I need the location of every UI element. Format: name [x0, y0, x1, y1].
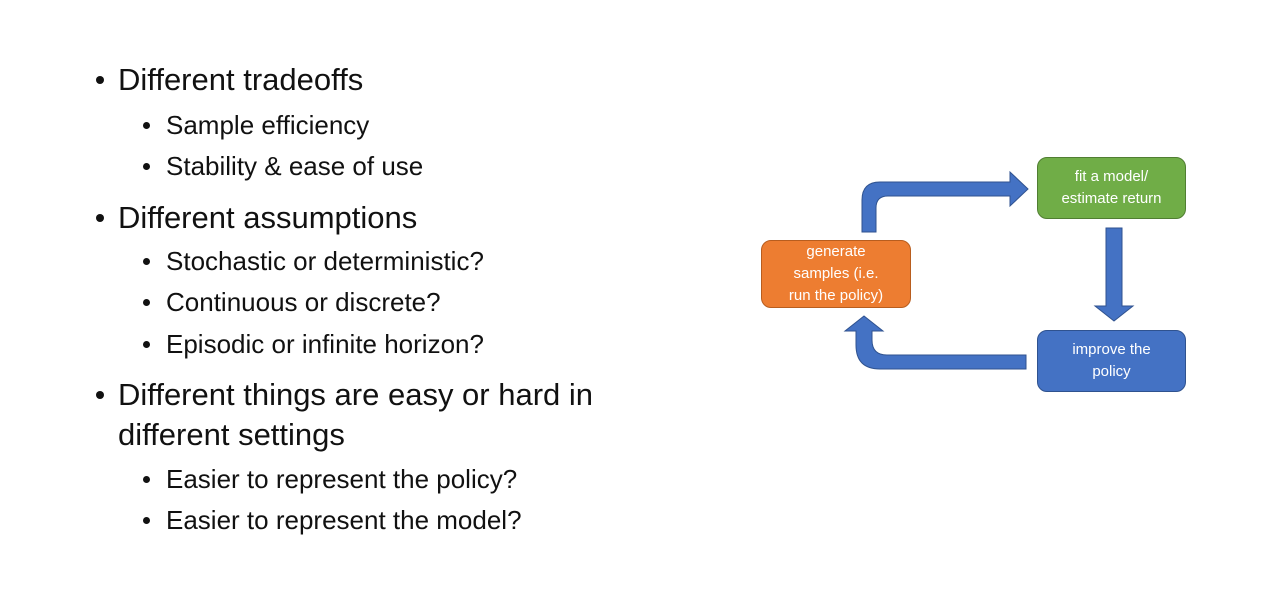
- sub-bullet-dot: [143, 341, 150, 348]
- sub-bullet-dot: [143, 517, 150, 524]
- sub-bullet-stability: Stability & ease of use: [166, 151, 424, 181]
- sub-bullet-stochastic: Stochastic or deterministic?: [166, 246, 484, 276]
- fit-label-line2: estimate return: [1061, 190, 1162, 207]
- bullet-dot: [96, 391, 104, 399]
- sub-bullet-continuous: Continuous or discrete?: [166, 287, 441, 317]
- improve-policy-box: improve the policy: [1037, 330, 1186, 392]
- sub-bullet-dot: [143, 163, 150, 170]
- sub-bullet-represent-model: Easier to represent the model?: [166, 505, 522, 535]
- improve-label-line2: policy: [1092, 363, 1131, 380]
- bullet-settings-line1: Different things are easy or hard in: [118, 377, 594, 412]
- diagram-arrows: [843, 170, 1135, 370]
- arrow-fit-to-improve: [1093, 227, 1135, 322]
- improve-label-line1: improve the: [1072, 341, 1151, 358]
- sub-bullet-dot: [143, 258, 150, 265]
- arrow-generate-to-fit: [861, 170, 1029, 233]
- generate-samples-box: generate samples (i.e. run the policy): [761, 240, 911, 308]
- sub-bullet-episodic: Episodic or infinite horizon?: [166, 329, 484, 359]
- bullet-tradeoffs: Different tradeoffs: [118, 62, 364, 97]
- bullet-dot: [96, 76, 104, 84]
- generate-label-line3: run the policy): [788, 287, 884, 304]
- sub-bullet-sample-efficiency: Sample efficiency: [166, 110, 370, 140]
- bullet-list: Different tradeoffs Sample efficiency St…: [96, 62, 594, 535]
- fit-model-box: fit a model/ estimate return: [1037, 157, 1186, 219]
- generate-label-line1: generate: [806, 243, 866, 260]
- bullet-dot: [96, 214, 104, 222]
- sub-bullet-represent-policy: Easier to represent the policy?: [166, 464, 518, 494]
- sub-bullet-dot: [143, 299, 150, 306]
- fit-label-line1: fit a model/: [1074, 168, 1149, 185]
- sub-bullet-dot: [143, 122, 150, 129]
- generate-label-line2: samples (i.e.: [793, 265, 879, 282]
- bullet-settings-line2: different settings: [118, 417, 345, 452]
- bullet-assumptions: Different assumptions: [118, 200, 418, 235]
- sub-bullet-dot: [143, 476, 150, 483]
- arrow-improve-to-generate: [843, 315, 1027, 370]
- rl-loop-diagram: generate samples (i.e. run the policy) f…: [740, 140, 1210, 420]
